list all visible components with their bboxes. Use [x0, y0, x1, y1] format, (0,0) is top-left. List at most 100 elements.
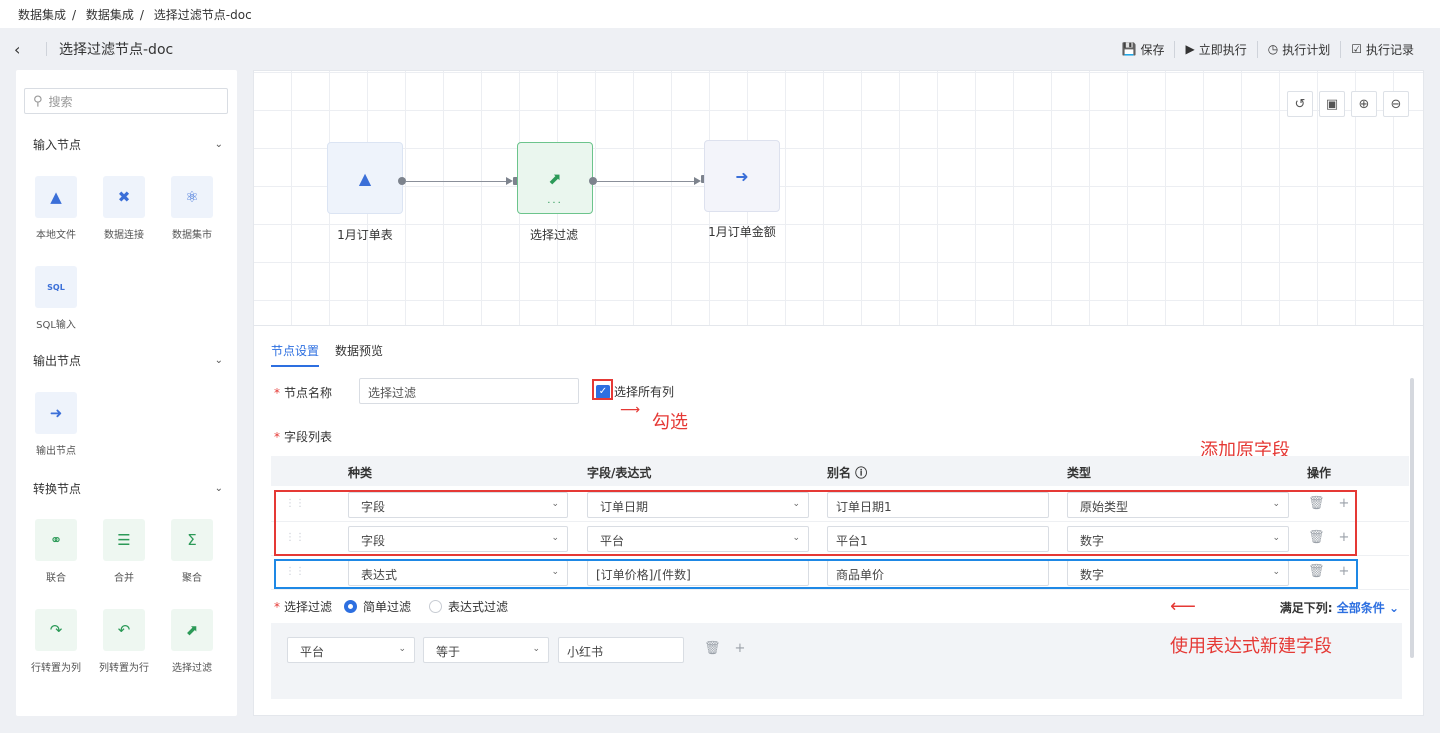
filter-label: *选择过滤	[274, 600, 333, 614]
pivot-icon: ↷	[35, 609, 77, 651]
section-transform-nodes[interactable]: 转换节点⌄	[33, 482, 223, 496]
chevron-down-icon: ⌄	[214, 483, 223, 494]
radio-simple-filter[interactable]	[344, 600, 358, 613]
delete-icon[interactable]: 🗑	[1308, 530, 1325, 545]
drag-handle-icon[interactable]: ⋮⋮	[285, 566, 305, 577]
record-icon: ☑	[1351, 42, 1362, 56]
connection-icon: ✖	[103, 176, 145, 218]
zoom-in-icon[interactable]: ⊕	[1351, 91, 1377, 117]
filter-conditions-area: 平台⌄ 等于⌄ 小红书 🗑 +	[271, 623, 1402, 699]
tab-node-settings[interactable]: 节点设置	[271, 342, 320, 367]
plus-icon[interactable]: +	[1338, 530, 1350, 545]
flow-node-source[interactable]: ▲	[327, 142, 403, 214]
market-icon: ⚛	[171, 176, 213, 218]
breadcrumb: 数据集成/ 数据集成/ 选择过滤节点-doc	[0, 0, 1440, 28]
chevron-down-icon: ⌄	[214, 139, 223, 150]
alias-input[interactable]: 订单日期1	[827, 492, 1049, 518]
run-now-button[interactable]: ▶立即执行	[1174, 40, 1256, 58]
breadcrumb-item: 选择过滤节点-doc	[153, 8, 252, 22]
delete-icon[interactable]: 🗑	[704, 641, 721, 656]
schedule-button[interactable]: ◷执行计划	[1256, 40, 1341, 58]
section-output-nodes[interactable]: 输出节点⌄	[33, 354, 223, 368]
union-icon: ⚭	[35, 519, 77, 561]
page-title: 选择过滤节点-doc	[59, 42, 174, 58]
node-local-file[interactable]: ▲ 本地文件	[26, 176, 86, 241]
node-union[interactable]: ⚭ 联合	[26, 519, 86, 584]
zoom-out-icon[interactable]: ⊖	[1383, 91, 1409, 117]
field-list-label: *字段列表	[274, 430, 333, 444]
table-row: ⋮⋮ 字段⌄ 订单日期⌄ 订单日期1 原始类型⌄ 🗑 +	[271, 488, 1409, 522]
node-aggregate[interactable]: Σ 聚合	[162, 519, 222, 584]
search-input[interactable]: ⚲ 搜索	[24, 88, 228, 114]
radio-expression-filter[interactable]	[429, 600, 443, 613]
output-icon: ➜	[735, 166, 749, 186]
sql-icon: SQL	[35, 266, 77, 308]
sigma-icon: Σ	[171, 519, 213, 561]
play-icon: ▶	[1185, 42, 1195, 56]
filter-op-select[interactable]: 等于⌄	[423, 637, 549, 663]
refresh-icon[interactable]: ↺	[1287, 91, 1313, 117]
node-merge[interactable]: ☰ 合并	[94, 519, 154, 584]
arrow-annotation: ⟵	[1170, 596, 1196, 617]
kind-select[interactable]: 字段⌄	[348, 526, 568, 552]
node-name-label: *节点名称	[274, 386, 333, 400]
node-settings-panel: 节点设置 数据预览 *节点名称 选择过滤 ✓ 选择所有列 ⟶ 勾选 *字段列表 …	[253, 326, 1424, 716]
expression-input[interactable]: [订单价格]/[件数]	[587, 560, 809, 586]
plus-icon[interactable]: +	[734, 641, 746, 656]
type-select[interactable]: 数字⌄	[1067, 526, 1289, 552]
flow-node-label: 1月订单表	[337, 228, 393, 242]
condition-selector[interactable]: 满足下列: 全部条件 ⌄	[1279, 601, 1399, 615]
kind-select[interactable]: 字段⌄	[348, 492, 568, 518]
radio-label: 简单过滤	[363, 600, 412, 614]
filter-field-select[interactable]: 平台⌄	[287, 637, 415, 663]
filter-value-input[interactable]: 小红书	[558, 637, 684, 663]
flow-canvas[interactable]: ↺ ▣ ⊕ ⊖ ▲ 1月订单表 ⬈··· 选择过滤 ➜ 1月订单金额	[253, 70, 1424, 326]
page-header: ‹ 选择过滤节点-doc 💾保存 ▶立即执行 ◷执行计划 ☑执行记录	[0, 28, 1440, 70]
node-row-to-col[interactable]: ↷ 行转置为列	[26, 609, 86, 674]
drag-handle-icon[interactable]: ⋮⋮	[285, 498, 305, 509]
scrollbar[interactable]	[1410, 378, 1414, 658]
exec-record-button[interactable]: ☑执行记录	[1340, 40, 1424, 58]
breadcrumb-item[interactable]: 数据集成	[18, 8, 67, 22]
highlight-box	[274, 490, 1357, 556]
section-input-nodes[interactable]: 输入节点⌄	[33, 138, 223, 152]
drag-handle-icon[interactable]: ⋮⋮	[285, 532, 305, 543]
field-table-header: 种类 字段/表达式 别名 ⓘ 类型 操作	[271, 456, 1409, 486]
radio-label: 表达式过滤	[448, 600, 509, 614]
delete-icon[interactable]: 🗑	[1308, 564, 1325, 579]
delete-icon[interactable]: 🗑	[1308, 496, 1325, 511]
node-col-to-row[interactable]: ↶ 列转置为行	[94, 609, 154, 674]
node-output[interactable]: ➜ 输出节点	[26, 392, 86, 457]
cursor-icon: ⬈	[171, 609, 213, 651]
tab-data-preview[interactable]: 数据预览	[335, 344, 384, 358]
breadcrumb-item[interactable]: 数据集成	[85, 8, 134, 22]
node-data-market[interactable]: ⚛ 数据集市	[162, 176, 222, 241]
highlight-box	[592, 379, 613, 400]
node-name-input[interactable]: 选择过滤	[359, 378, 579, 404]
plus-icon[interactable]: +	[1338, 496, 1350, 511]
layers-icon: ☰	[103, 519, 145, 561]
cursor-icon: ⬈	[548, 168, 562, 188]
save-button[interactable]: 💾保存	[1121, 42, 1165, 57]
node-sidebar: ⚲ 搜索 输入节点⌄ ▲ 本地文件 ✖ 数据连接 ⚛ 数据集市 SQL SQL输…	[16, 70, 237, 716]
select-all-checkbox[interactable]: ✓ 选择所有列	[596, 383, 674, 400]
chevron-left-icon[interactable]: ‹	[14, 39, 21, 59]
alias-input[interactable]: 平台1	[827, 526, 1049, 552]
output-icon: ➜	[35, 392, 77, 434]
unpivot-icon: ↶	[103, 609, 145, 651]
flow-node-output[interactable]: ➜	[704, 140, 780, 212]
node-select-filter[interactable]: ⬈ 选择过滤	[162, 609, 222, 674]
field-select[interactable]: 平台⌄	[587, 526, 809, 552]
upload-icon: ▲	[35, 176, 77, 218]
node-data-connection[interactable]: ✖ 数据连接	[94, 176, 154, 241]
arrow-annotation: ⟶	[620, 402, 641, 418]
clock-icon: ◷	[1267, 42, 1279, 56]
plus-icon[interactable]: +	[1338, 564, 1350, 579]
field-select[interactable]: 订单日期⌄	[587, 492, 809, 518]
type-select[interactable]: 原始类型⌄	[1067, 492, 1289, 518]
flow-node-filter[interactable]: ⬈···	[517, 142, 593, 214]
flow-node-label: 1月订单金额	[708, 225, 776, 239]
node-sql-input[interactable]: SQL SQL输入	[26, 266, 86, 331]
annotation-add-original: 添加原字段	[1200, 440, 1290, 461]
fit-icon[interactable]: ▣	[1319, 91, 1345, 117]
